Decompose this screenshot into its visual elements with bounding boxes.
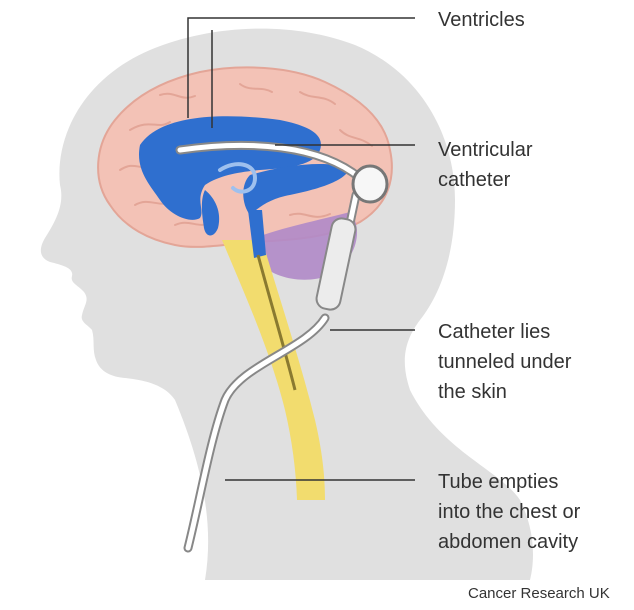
label-tube-line3: abdomen cavity [438, 528, 578, 556]
label-ventricles: Ventricles [438, 6, 525, 34]
label-tunnel-line1: Catheter lies [438, 318, 550, 346]
credit-text: Cancer Research UK [468, 585, 610, 603]
label-catheter-line1: Ventricular [438, 136, 533, 164]
valve-reservoir [353, 166, 387, 202]
label-tunnel-line2: tunneled under [438, 348, 571, 376]
label-tunnel-line3: the skin [438, 378, 507, 406]
label-catheter-line2: catheter [438, 166, 510, 194]
label-tube-line2: into the chest or [438, 498, 580, 526]
label-tube-line1: Tube empties [438, 468, 558, 496]
